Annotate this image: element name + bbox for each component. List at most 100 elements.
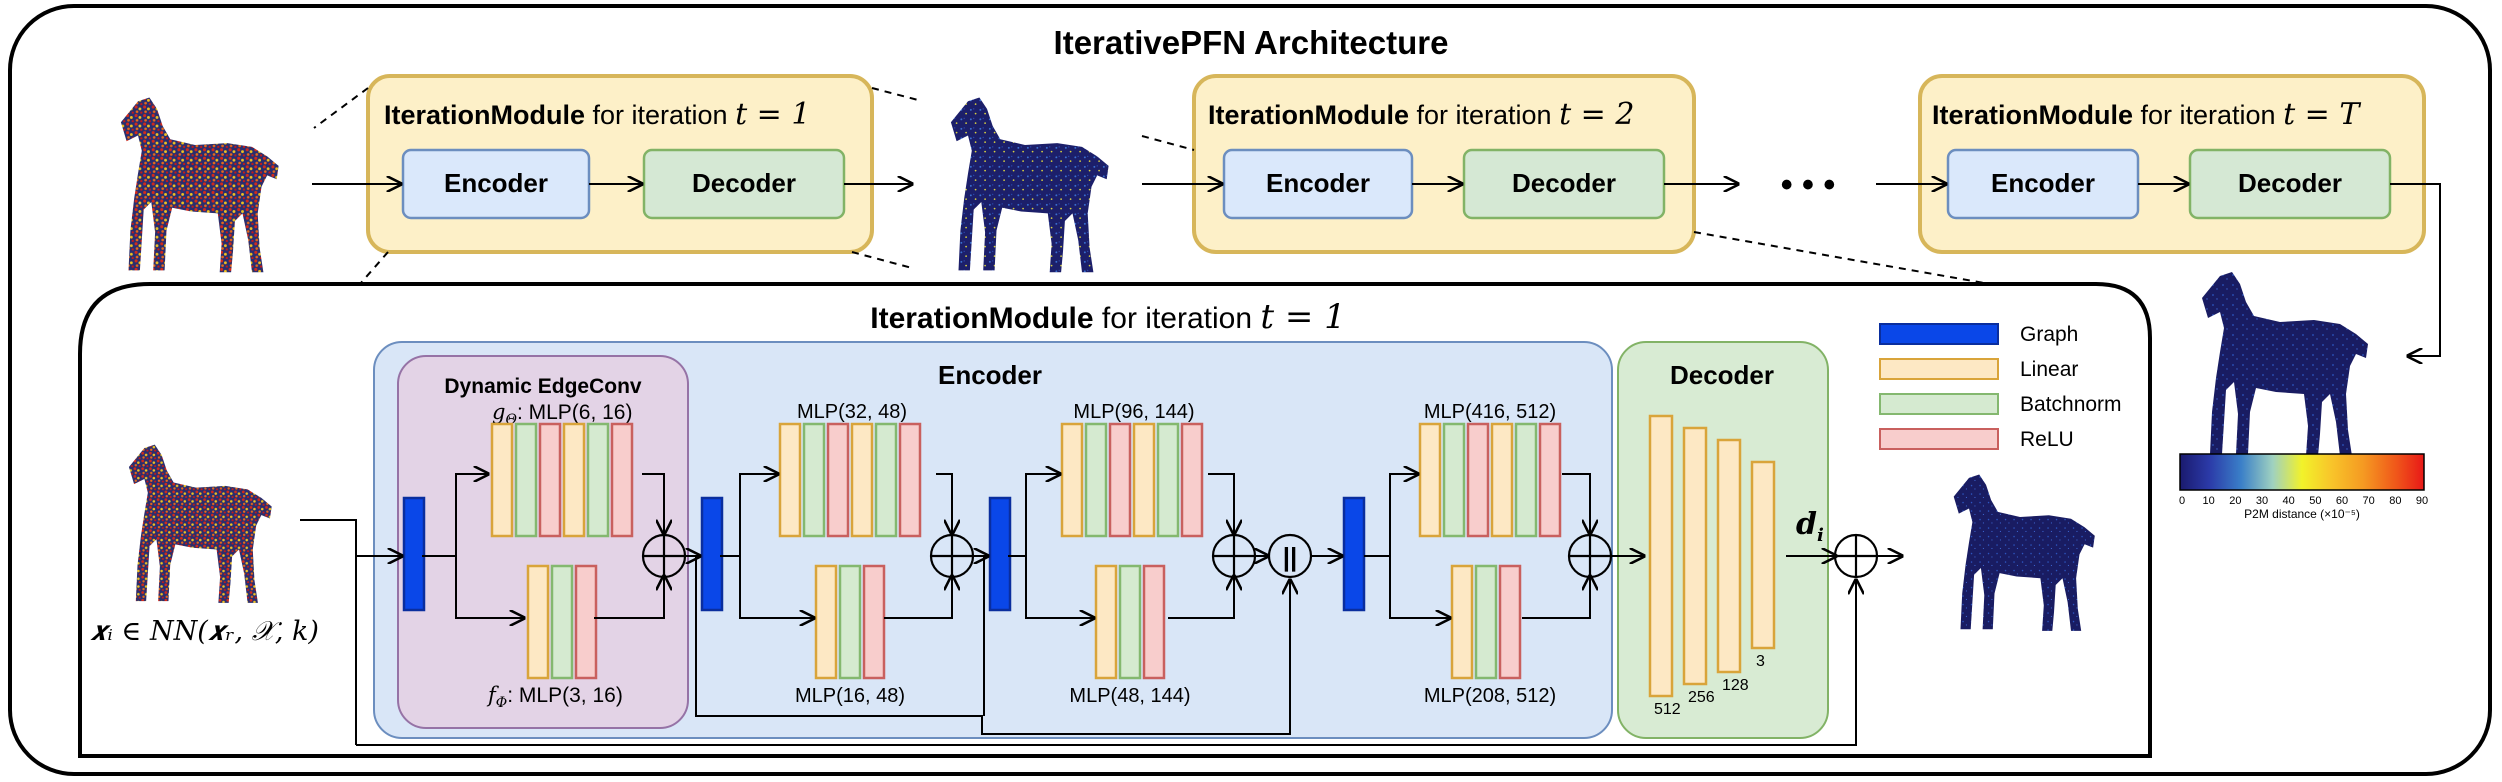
mlp1-layer-1 [778, 422, 802, 538]
legend-swatch-graph [1879, 323, 1999, 345]
svg-text:di: di [1796, 507, 1824, 546]
concat-symbol: || [1283, 542, 1298, 572]
sum-node-4 [1567, 533, 1613, 579]
legend-label-linear: Linear [2020, 358, 2078, 381]
arrow-module-t-out [2390, 183, 2441, 356]
colorbar-label: P2M distance (×10⁻⁵) [2244, 507, 2360, 521]
colorbar-tick: 80 [2389, 495, 2401, 507]
svg-text:fΦ: MLP(3, 16): fΦ: MLP(3, 16) [486, 683, 623, 711]
g-theta-symbol: g [492, 400, 505, 424]
detail-title-math: t = 1 [1260, 297, 1345, 337]
mlp1-layer-3 [826, 422, 850, 538]
colorbar-tick: 60 [2336, 495, 2348, 507]
module-t-suffix: for iteration [2133, 100, 2283, 130]
decoder-size-3: 128 [1722, 677, 1749, 694]
mlp3-layer-4 [1132, 422, 1156, 538]
mlp5-layer-2 [1442, 422, 1466, 538]
mlp-label-4: MLP(48, 144) [1069, 685, 1190, 707]
decoder-size-1: 512 [1654, 701, 1681, 718]
outer-frame [8, 4, 2492, 776]
colorbar-tick: 20 [2229, 495, 2241, 507]
top-module-t: IterationModule for iteration t = T Enco… [1918, 74, 2426, 254]
f-phi-layer-2 [550, 564, 574, 680]
f-phi-symbol: f [486, 683, 499, 707]
svg-text:IterationModule for iteration: IterationModule for iteration t = 1 [870, 297, 1346, 337]
mlp-label-6: MLP(208, 512) [1424, 685, 1556, 707]
g-theta-layer-1 [490, 422, 514, 538]
module-2-suffix: for iteration [1409, 100, 1559, 130]
colorbar-tick: 0 [2179, 495, 2185, 507]
svg-text:IterationModule for iteration: IterationModule for iteration t = 2 [1208, 97, 1634, 132]
detail-module-frame [78, 282, 2152, 758]
mlp1-layer-4 [850, 422, 874, 538]
zoom-line-left [313, 87, 369, 129]
concat-node: || [1267, 533, 1313, 579]
colorbar: 0 10 20 30 40 50 60 70 80 90 P2M distance (×10⁻⁵) [2179, 453, 2428, 521]
mlp4-layer-2 [1118, 564, 1142, 680]
svg-text:IterationModule for iteration: IterationModule for iteration t = T [1932, 97, 2361, 132]
sum-node-3 [1211, 533, 1257, 579]
module-t-math: t = T [2283, 97, 2361, 132]
mlp3-layer-3 [1108, 422, 1132, 538]
colorbar-tick: 90 [2416, 495, 2428, 507]
output-d-subscript: i [1817, 525, 1824, 546]
mlp5-layer-5 [1514, 422, 1538, 538]
mlp5-layer-4 [1490, 422, 1514, 538]
colorbar-tick: 70 [2363, 495, 2375, 507]
module-1-suffix: for iteration [585, 100, 735, 130]
legend-swatch-batchnorm [1879, 393, 1999, 415]
mlp1-layer-5 [874, 422, 898, 538]
final-horse-image [2202, 272, 2368, 456]
decoder-linear-3 [1716, 438, 1742, 674]
top-module-1: IterationModule for iteration t = 1 Enco… [366, 74, 874, 254]
module-2-prefix: IterationModule [1208, 100, 1409, 130]
input-label: 𝒙ᵢ ∈ NN(𝒙ᵣ, 𝒳, k) [90, 616, 319, 647]
colorbar-tick: 40 [2283, 495, 2295, 507]
zoom-line-bottom-left [359, 251, 389, 285]
sum-node-output [1833, 533, 1879, 579]
legend-swatch-linear [1879, 358, 1999, 380]
mlp2-layer-2 [838, 564, 862, 680]
g-theta-layer-2 [514, 422, 538, 538]
sum-node-1 [641, 533, 687, 579]
mlp3-layer-6 [1180, 422, 1204, 538]
mlp3-layer-5 [1156, 422, 1180, 538]
g-theta-layer-4 [562, 422, 586, 538]
graph-layer-1 [402, 496, 426, 612]
output-d-symbol: d [1796, 507, 1817, 542]
graph-layer-2 [700, 496, 724, 612]
zoom-line-mid-left [1141, 135, 1195, 151]
mlp2-layer-3 [862, 564, 886, 680]
decoder-linear-4 [1750, 460, 1776, 650]
detail-title-prefix: IterationModule [870, 302, 1093, 335]
f-phi-layer-3 [574, 564, 598, 680]
encoder-connections [300, 474, 1902, 746]
mlp4-layer-1 [1094, 564, 1118, 680]
colorbar-tick: 30 [2256, 495, 2268, 507]
mlp5-layer-3 [1466, 422, 1490, 538]
colorbar-ticks: 0 10 20 30 40 50 60 70 80 90 [2179, 495, 2428, 507]
mlp6-layer-3 [1498, 564, 1522, 680]
mlp5-layer-1 [1418, 422, 1442, 538]
encoder-title: Encoder [938, 360, 1042, 390]
mlp1-layer-2 [802, 422, 826, 538]
g-theta-layer-3 [538, 422, 562, 538]
legend-label-graph: Graph [2020, 323, 2078, 346]
legend-swatch-relu [1879, 428, 1999, 450]
module-1-decoder-label: Decoder [692, 168, 796, 198]
ellipsis: • • • [1781, 166, 1836, 204]
detail-output-horse-image [1953, 474, 2095, 631]
svg-text:IterationModule for iteration: IterationModule for iteration t = 1 [384, 97, 810, 132]
module-1-math: t = 1 [735, 97, 810, 132]
legend-label-relu: ReLU [2020, 428, 2074, 451]
g-theta-layer-5 [586, 422, 610, 538]
legend-label-batchnorm: Batchnorm [2020, 393, 2122, 416]
colorbar-tick: 50 [2309, 495, 2321, 507]
mlp6-layer-2 [1474, 564, 1498, 680]
mlp-label-2: MLP(16, 48) [795, 685, 905, 707]
colorbar-tick: 10 [2203, 495, 2215, 507]
zoom-line-mid-right [1693, 231, 1991, 285]
mlp3-layer-1 [1060, 422, 1084, 538]
